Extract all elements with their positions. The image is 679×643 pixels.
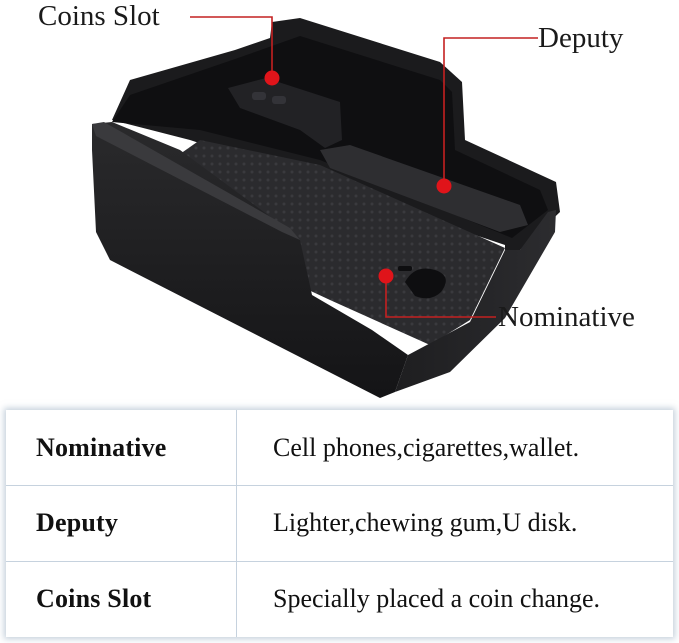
nominative-marker-dot xyxy=(378,268,394,284)
nominative-leader-line xyxy=(385,276,496,318)
front-rim xyxy=(92,122,300,240)
compartment-name: Coins Slot xyxy=(6,561,237,637)
deputy-callout-label: Deputy xyxy=(538,22,624,54)
tray-side-wall xyxy=(395,210,556,392)
coin-slot-1 xyxy=(252,92,266,100)
table-row: Nominative Cell phones,cigarettes,wallet… xyxy=(6,410,673,487)
coin-slot-2 xyxy=(272,96,286,104)
product-figure: Coins Slot Deputy Nominative xyxy=(38,0,635,398)
table-row: Deputy Lighter,chewing gum,U disk. xyxy=(6,485,673,562)
deputy-leader-line xyxy=(443,37,538,186)
deputy-compartment xyxy=(320,145,528,232)
mat-cutout xyxy=(405,268,446,299)
deputy-marker-dot xyxy=(436,178,452,194)
table-row: Coins Slot Specially placed a coin chang… xyxy=(6,561,673,637)
compartment-description: Lighter,chewing gum,U disk. xyxy=(236,485,673,562)
compartment-description: Cell phones,cigarettes,wallet. xyxy=(236,410,673,487)
armrest-tray-illustration xyxy=(92,16,560,398)
compartment-name: Nominative xyxy=(6,410,237,487)
compartment-name: Deputy xyxy=(6,485,237,562)
coins-slot-leader-line xyxy=(190,16,273,78)
tray-front-wall xyxy=(92,122,408,398)
coins-slot-callout-label: Coins Slot xyxy=(38,0,160,32)
compartment-description: Specially placed a coin change. xyxy=(273,584,601,614)
mat-slot xyxy=(398,266,412,271)
coins-slot-marker-dot xyxy=(264,70,280,86)
compartment-usage-table: Nominative Cell phones,cigarettes,wallet… xyxy=(6,410,673,637)
nominative-callout-label: Nominative xyxy=(498,301,635,333)
